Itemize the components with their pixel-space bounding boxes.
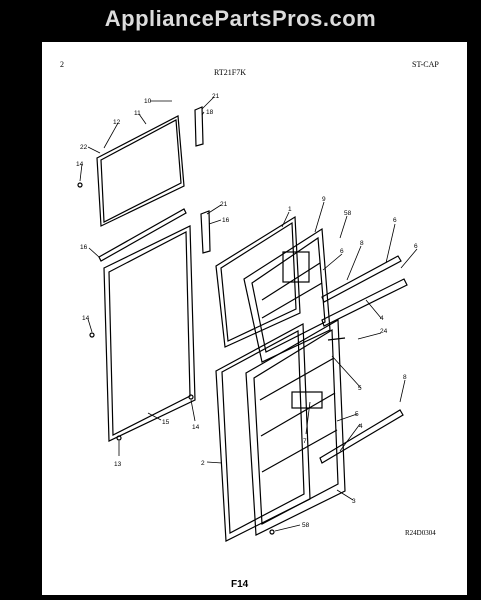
callout-4-upper: 4 bbox=[380, 315, 384, 322]
screw-14 bbox=[188, 394, 194, 400]
callout-7: 7 bbox=[303, 438, 307, 445]
middle-trim-strip bbox=[200, 210, 211, 254]
callout-16-mid: 16 bbox=[222, 217, 230, 224]
callout-11: 11 bbox=[134, 110, 141, 117]
drawing-code: R24D0304 bbox=[405, 529, 436, 537]
fresh-food-door-liner bbox=[245, 318, 346, 536]
callout-16-left: 16 bbox=[80, 244, 88, 251]
watermark: AppliancePartsPros.com bbox=[104, 6, 377, 31]
callout-13: 13 bbox=[114, 461, 122, 468]
freezer-door bbox=[215, 215, 301, 348]
page-number: 2 bbox=[60, 60, 64, 69]
callout-12: 12 bbox=[113, 119, 121, 126]
upper-trim-strip bbox=[194, 106, 204, 147]
model-number: RT21F7K bbox=[214, 68, 246, 77]
fresh-food-door-gasket bbox=[103, 225, 196, 442]
callout-2: 2 bbox=[201, 460, 205, 467]
freezer-door-gasket bbox=[96, 115, 185, 227]
figure-name: F14 bbox=[231, 579, 249, 590]
leader-lines bbox=[79, 96, 418, 532]
callout-6-right: 6 bbox=[414, 243, 418, 250]
callout-1: 1 bbox=[288, 206, 292, 213]
callout-5-lower: 5 bbox=[355, 411, 359, 418]
callout-14-mid: 14 bbox=[82, 315, 90, 322]
fresh-food-door bbox=[215, 323, 311, 542]
part-callouts: 10 21 18 11 12 22 14 16 14 15 13 14 21 1… bbox=[76, 93, 418, 529]
callout-8-upper: 8 bbox=[360, 240, 364, 247]
screw-14-upper bbox=[77, 182, 83, 188]
callout-14-lower: 14 bbox=[192, 424, 200, 431]
gasket-strip bbox=[98, 208, 187, 262]
callout-10: 10 bbox=[144, 98, 152, 105]
callout-21-mid: 21 bbox=[220, 201, 228, 208]
callout-14-upper: 14 bbox=[76, 161, 84, 168]
callout-8-lower: 8 bbox=[403, 374, 407, 381]
callout-24: 24 bbox=[380, 328, 388, 335]
callout-22: 22 bbox=[80, 144, 88, 151]
callout-6-upper: 6 bbox=[393, 217, 397, 224]
callout-4-lower: 4 bbox=[359, 423, 363, 430]
freezer-door-liner bbox=[243, 227, 331, 363]
callout-3: 3 bbox=[352, 498, 356, 505]
callout-21-upper: 21 bbox=[212, 93, 220, 100]
callout-18: 18 bbox=[206, 109, 214, 116]
freezer-shelf-rail-lower bbox=[321, 278, 408, 327]
callout-58-lower: 58 bbox=[302, 522, 310, 529]
callout-58-upper: 58 bbox=[344, 210, 352, 217]
callout-5-upper: 5 bbox=[358, 385, 362, 392]
screw-58 bbox=[269, 529, 275, 535]
fresh-food-shelf-rail bbox=[319, 409, 404, 464]
catalog-code: ST-CAP bbox=[412, 60, 439, 69]
screw-13 bbox=[116, 435, 122, 441]
freezer-shelf-rail-upper bbox=[321, 255, 402, 303]
screw-14-mid bbox=[89, 332, 95, 338]
callout-15: 15 bbox=[162, 419, 170, 426]
callout-9: 9 bbox=[322, 196, 326, 203]
callout-6-mid: 6 bbox=[340, 248, 344, 255]
